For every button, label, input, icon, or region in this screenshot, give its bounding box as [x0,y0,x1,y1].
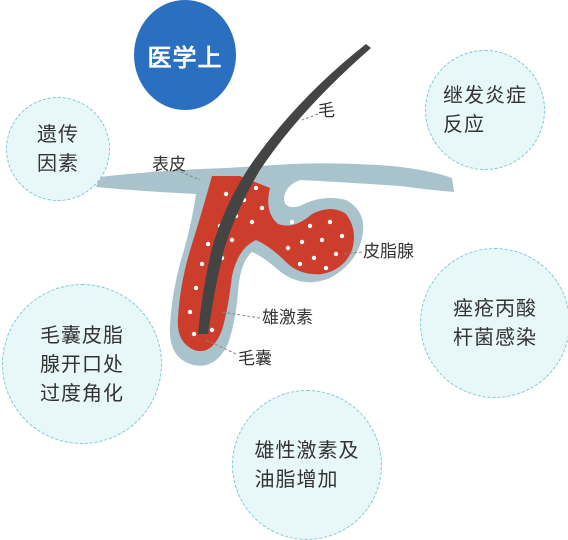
bubble-line: 雄性激素及 [254,438,360,462]
title-badge: 医学上 [134,0,236,110]
bubble-text: 遗传 因素 [37,120,79,178]
label-sebaceous-gland: 皮脂腺 [363,242,414,262]
bubble-line: 杆菌感染 [453,325,537,349]
bubble-line: 继发炎症 [443,83,527,107]
label-androgen: 雄激素 [262,308,313,328]
bubble-hyperkeratinization: 毛囊皮脂 腺开口处 过度角化 [2,284,162,444]
bubble-text: 继发炎症 反应 [443,81,527,139]
bubble-line: 遗传 [37,122,79,146]
label-hair-follicle: 毛囊 [238,349,272,369]
bubble-acnes-infection: 痤疮丙酸 杆菌感染 [420,248,568,398]
title-text: 医学上 [147,43,223,72]
bubble-genetic-factors: 遗传 因素 [6,97,110,201]
bubble-text: 毛囊皮脂 腺开口处 过度角化 [40,321,124,408]
label-hair: 毛 [318,101,335,121]
bubble-text: 雄性激素及 油脂增加 [255,436,360,494]
bubble-line: 腺开口处 [40,351,124,376]
bubble-line: 因素 [37,151,79,175]
bubble-secondary-inflammation: 继发炎症 反应 [425,50,545,170]
leader-lines [175,113,363,355]
bubble-line: 痤疮丙酸 [453,296,537,320]
bubble-line: 毛囊皮脂 [40,322,124,347]
bubble-text: 痤疮丙酸 杆菌感染 [453,294,537,352]
bubble-line: 反应 [443,112,485,136]
bubble-line: 过度角化 [40,380,124,405]
bubble-androgen-sebum: 雄性激素及 油脂增加 [232,390,382,540]
bubble-line: 油脂增加 [254,467,339,491]
label-epidermis: 表皮 [152,155,186,175]
